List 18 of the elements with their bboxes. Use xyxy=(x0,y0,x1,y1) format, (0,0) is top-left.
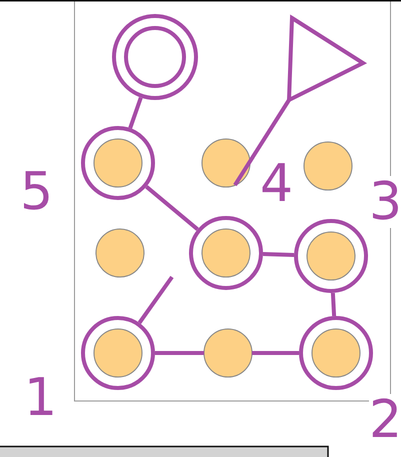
connector-line xyxy=(155,351,204,355)
selected-dot xyxy=(294,219,368,293)
pattern-dot xyxy=(304,142,352,190)
start-ring xyxy=(112,14,198,100)
connector-line xyxy=(330,292,336,316)
selected-dot xyxy=(81,126,155,200)
connector-line xyxy=(262,252,294,257)
connector-line xyxy=(128,96,143,129)
pattern-dot xyxy=(96,229,144,277)
connector-line xyxy=(233,98,291,186)
pattern-dot xyxy=(204,329,252,377)
selected-dot xyxy=(299,316,373,390)
connector-line xyxy=(252,351,299,355)
selected-dot xyxy=(189,216,263,290)
connector-line xyxy=(138,276,174,324)
connector-line xyxy=(145,185,199,231)
pattern-dot xyxy=(202,139,250,187)
selected-dot xyxy=(81,316,155,390)
